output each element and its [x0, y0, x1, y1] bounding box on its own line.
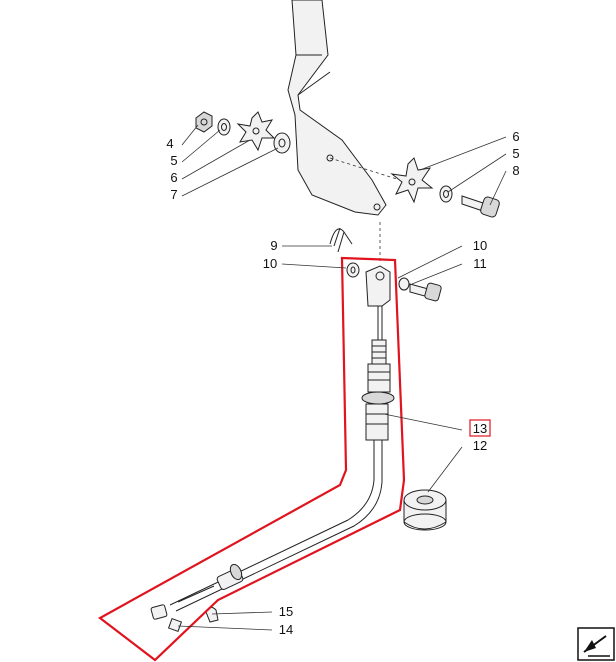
clevis-pin-part-11: [398, 277, 442, 302]
callout-6b: 6: [512, 129, 519, 144]
callout-6: 6: [170, 170, 177, 185]
callout-labels: 4 5 6 7 6 5 8 9 10 10 11 13 12 15 14: [166, 129, 519, 637]
bolt-part-8: [461, 195, 500, 218]
next-page-arrow-icon[interactable]: [577, 627, 615, 661]
selection-outline: [97, 256, 406, 662]
callout-10a: 10: [263, 256, 277, 271]
callout-9: 9: [270, 238, 277, 253]
nut-part-4: [195, 111, 213, 133]
end-fitting-part-14: [150, 604, 183, 633]
callout-13-highlight-box: [469, 419, 491, 437]
spring-washer-part-6-left: [236, 111, 276, 152]
callout-13: 13: [473, 421, 487, 436]
callout-15: 15: [279, 604, 293, 619]
callout-5b: 5: [512, 146, 519, 161]
callout-14: 14: [279, 622, 293, 637]
pedal-bracket: [287, 0, 401, 216]
callout-8: 8: [512, 163, 519, 178]
washer-part-10-left: [346, 262, 360, 278]
callout-10b: 10: [473, 238, 487, 253]
cable-assembly-part-13: [169, 265, 395, 612]
spring-washer-part-6-right: [390, 157, 434, 204]
washer-part-7: [273, 132, 291, 154]
callout-4: 4: [166, 136, 173, 151]
washer-part-5-right: [439, 185, 453, 203]
spring-clip-part-9: [329, 227, 353, 253]
leader-lines: [177, 124, 507, 631]
callout-5: 5: [170, 153, 177, 168]
callout-7: 7: [170, 187, 177, 202]
washer-part-5-left: [217, 118, 231, 136]
callout-12: 12: [473, 438, 487, 453]
callout-11: 11: [473, 256, 487, 271]
bushing-part-12: [403, 489, 447, 531]
